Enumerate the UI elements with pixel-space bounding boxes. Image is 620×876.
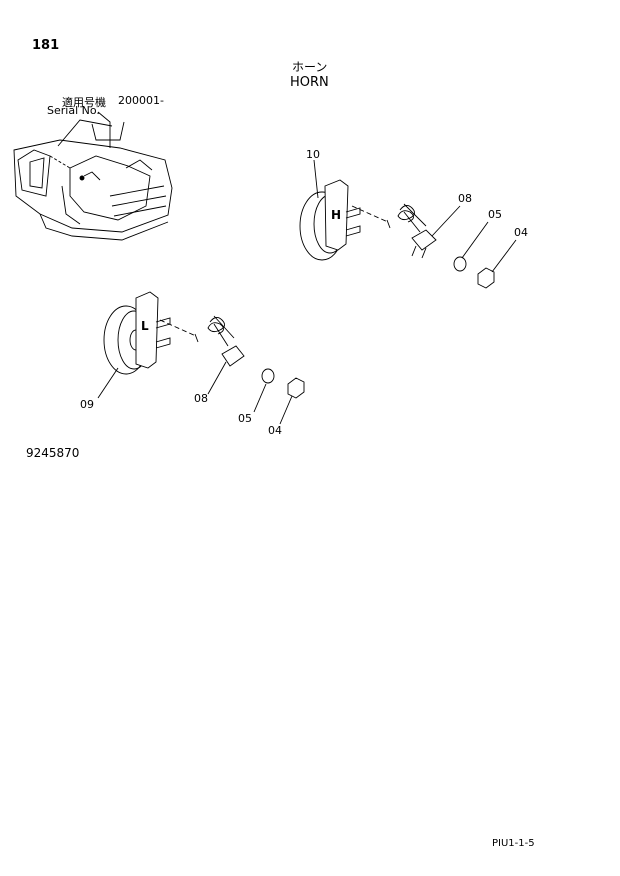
- page-number: 181: [32, 38, 60, 53]
- horn-high-assembly: [299, 159, 517, 289]
- callout-horn-low: 09: [80, 398, 94, 411]
- horn-low-nut: [287, 377, 305, 399]
- callout-washer-nut-low: 08: [194, 392, 208, 405]
- page-title-japanese: ホーン: [292, 60, 328, 74]
- serial-number-value: 200001-: [118, 94, 164, 107]
- serial-label-japanese: 適用号機: [62, 96, 106, 109]
- horn-high-bracket: [324, 179, 349, 251]
- horn-high-letter: H: [331, 208, 341, 222]
- horn-high-nut: [477, 267, 495, 289]
- page-title: HORN: [290, 75, 329, 90]
- footer-page-code: PIU1-1-5: [492, 838, 535, 849]
- machine-locator-icon: [13, 111, 173, 241]
- horn-low-letter: L: [141, 319, 149, 333]
- callout-washer-nut-high: 08: [458, 192, 472, 205]
- drawing-number: 9245870: [26, 446, 80, 460]
- horn-low-washer: [261, 368, 275, 384]
- horn-high-washer: [453, 256, 467, 272]
- horn-low-connector: [221, 345, 245, 367]
- callout-horn-high: 10: [306, 148, 320, 161]
- horn-low-assembly: [97, 291, 305, 425]
- horn-high-connector: [411, 229, 437, 251]
- serial-label: Serial No.: [47, 104, 100, 117]
- callout-nut-high: 04: [514, 226, 528, 239]
- callout-washer-high: 05: [488, 208, 502, 221]
- callout-washer-low: 05: [238, 412, 252, 425]
- callout-nut-low: 04: [268, 424, 282, 437]
- horn-low-bracket: [135, 291, 159, 369]
